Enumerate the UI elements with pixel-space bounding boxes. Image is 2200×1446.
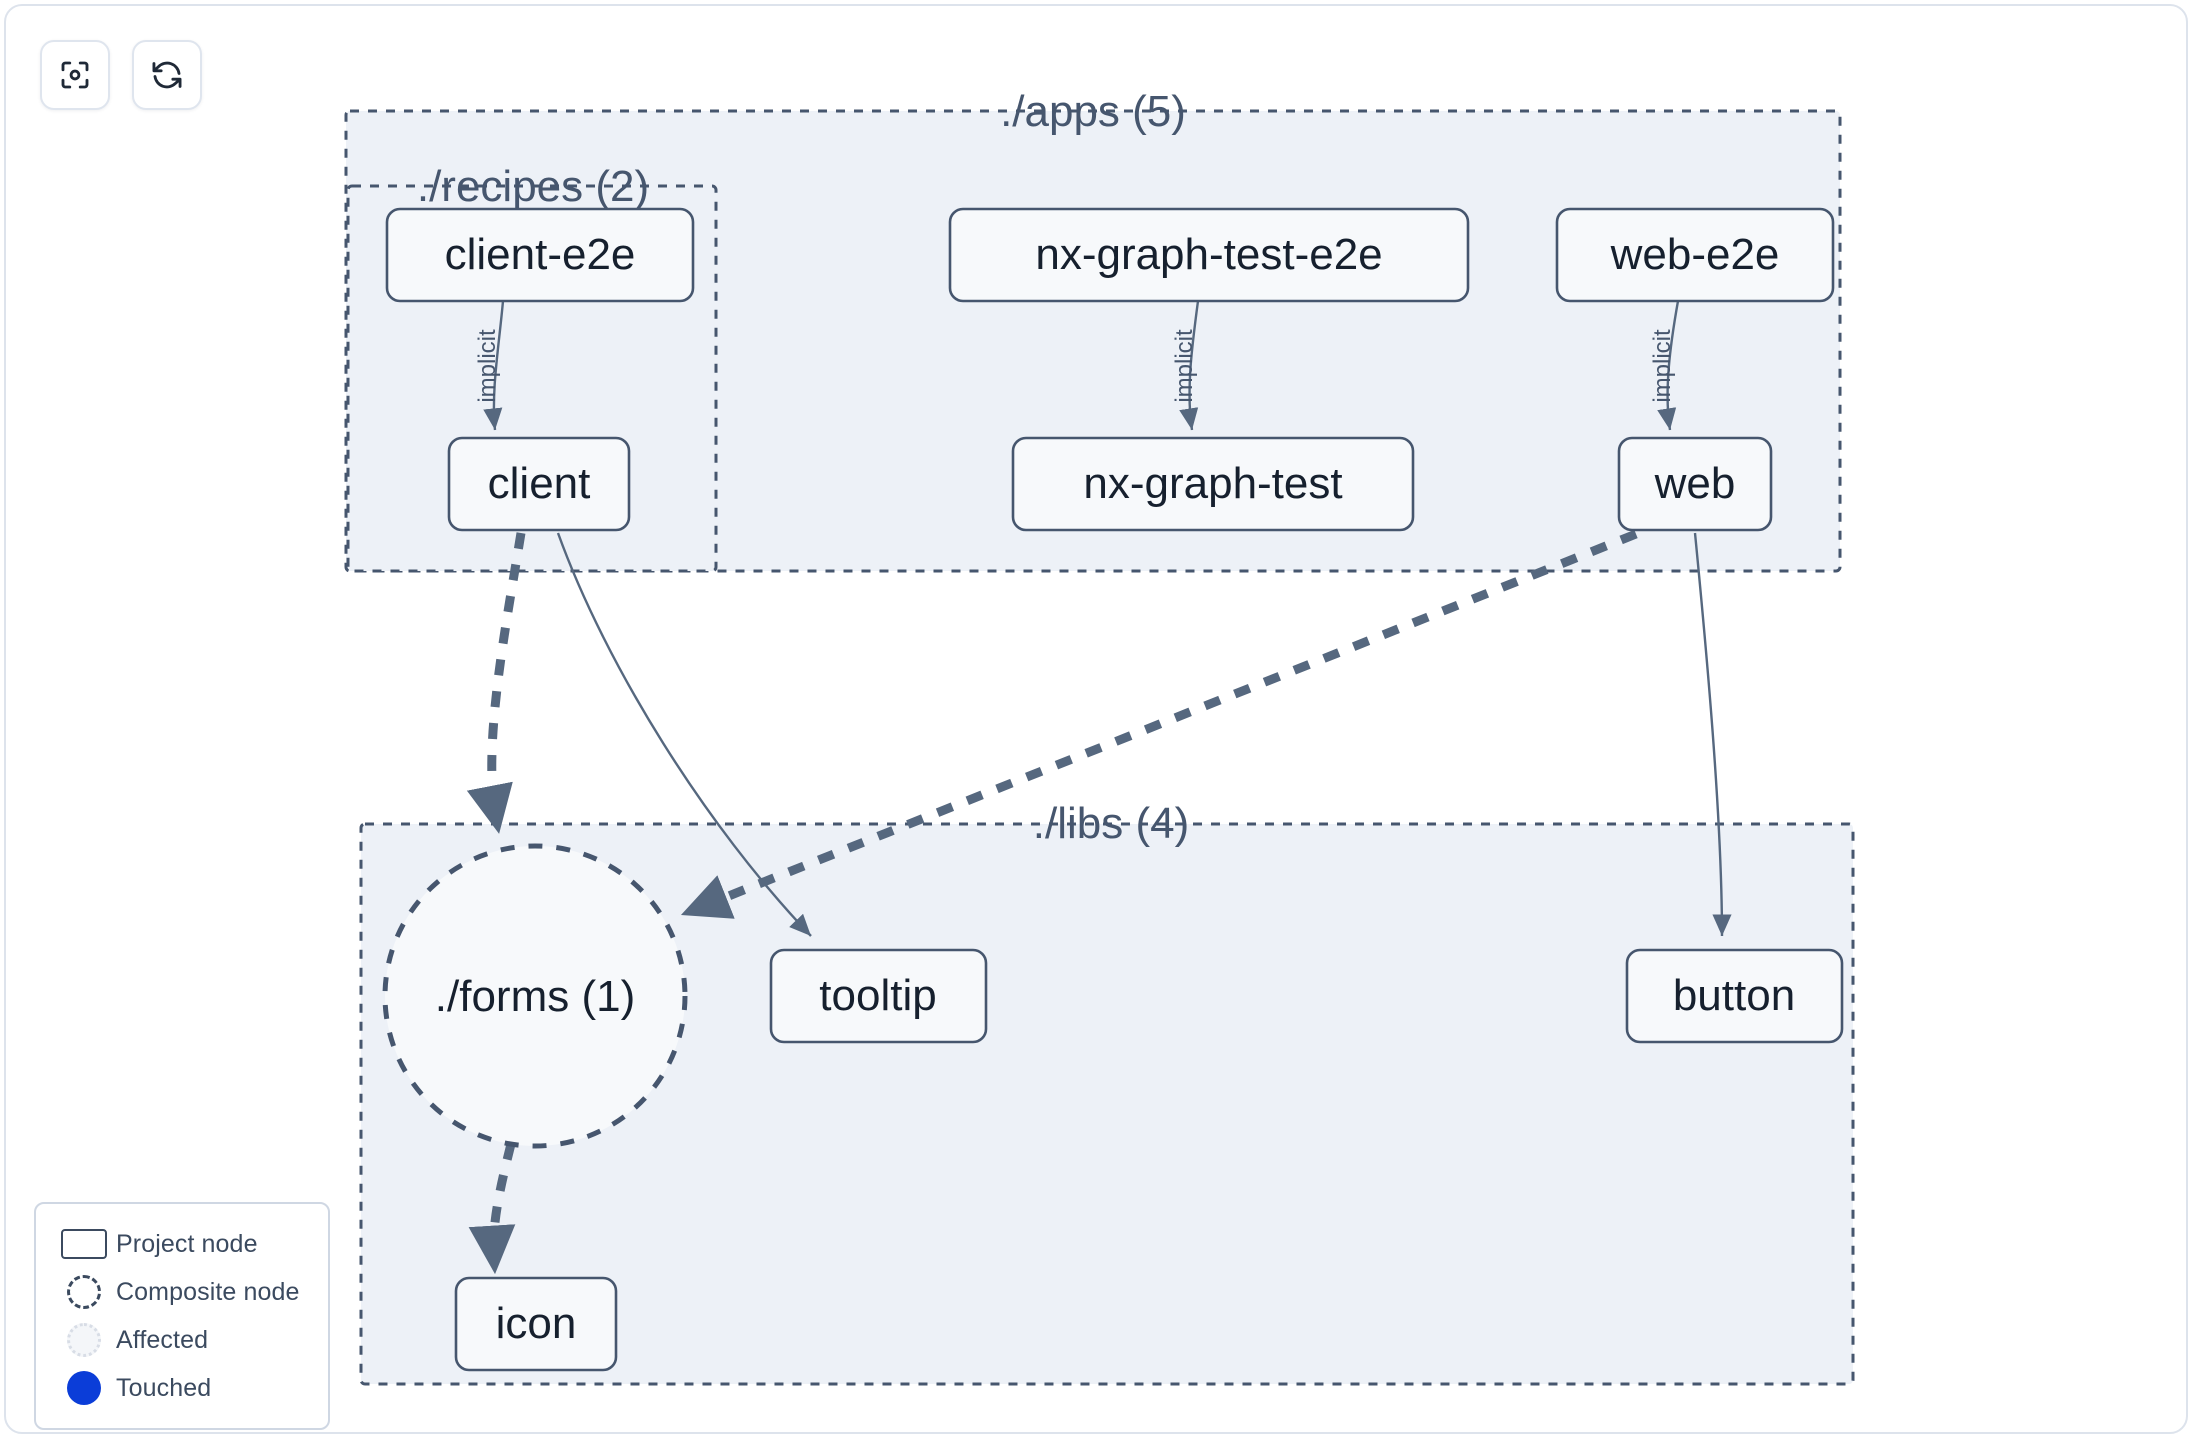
node-tooltip[interactable]: tooltip [769,948,988,1044]
node-web[interactable]: web [1617,436,1773,532]
edge-nx-graph-test-e2e-to-nx-graph-test[interactable]: implicit [1171,300,1200,431]
group-apps-label-wrap: ./apps (5) [1000,87,1186,136]
node-shape [447,436,631,532]
node-forms-composite[interactable]: ./forms (1) [382,843,688,1149]
node-shape [769,948,988,1044]
group-libs-label: ./libs (4) [1033,799,1189,848]
group-apps-label: ./apps (5) [1000,87,1186,136]
edge-line [466,532,526,834]
node-label: client-e2e [445,230,636,279]
node-label: icon [496,1299,577,1348]
node-shape [1555,207,1835,303]
edge-line [1693,532,1732,937]
edge-label-implicit: implicit [1649,329,1676,403]
node-nx-graph-test[interactable]: nx-graph-test [1011,436,1415,532]
node-shape [385,207,695,303]
graph-toolbar [40,40,202,110]
edge-line [468,1142,516,1275]
node-nx-graph-test-e2e[interactable]: nx-graph-test-e2e [948,207,1470,303]
node-label: nx-graph-test-e2e [1035,230,1382,279]
edge-web-e2e-to-web[interactable]: implicit [1649,300,1680,431]
edge-label-implicit: implicit [474,329,501,403]
legend-label-composite-node: Composite node [116,1277,300,1306]
node-label: web-e2e [1610,230,1780,279]
node-shape [948,207,1470,303]
edge-web-to-button[interactable] [1693,532,1732,937]
node-label: ./forms (1) [435,972,635,1021]
node-shape [382,843,688,1149]
edge-forms-to-icon[interactable] [468,1142,516,1275]
legend-item-affected: Affected [52,1316,310,1364]
node-client-e2e[interactable]: client-e2e [385,207,695,303]
node-shape [1011,436,1415,532]
legend-item-touched: Touched [52,1364,310,1412]
refresh-graph-button[interactable] [132,40,202,110]
node-icon[interactable]: icon [454,1276,618,1372]
node-shape [1617,436,1773,532]
focus-graph-button[interactable] [40,40,110,110]
edge-client-to-forms[interactable] [466,532,526,834]
node-label: web [1654,459,1736,508]
edge-web-to-forms[interactable] [680,529,1638,919]
node-label: button [1673,971,1795,1020]
legend-item-project-node: Project node [52,1220,310,1268]
node-label: client [488,459,591,508]
edge-line [1179,300,1200,431]
legend-label-touched: Touched [116,1373,212,1402]
node-shape [454,1276,618,1372]
legend-label-project-node: Project node [116,1229,258,1258]
affected-swatch [52,1323,116,1357]
node-label: tooltip [819,971,936,1020]
node-label: nx-graph-test [1083,459,1342,508]
graph-canvas-panel[interactable]: implicit implicit implicit [4,4,2188,1434]
project-node-swatch [52,1229,116,1259]
edge-client-e2e-to-client[interactable]: implicit [474,300,505,431]
legend-item-composite-node: Composite node [52,1268,310,1316]
focus-target-icon [57,57,93,93]
edge-line [680,529,1638,919]
refresh-icon [149,57,185,93]
edge-label-implicit: implicit [1171,329,1198,403]
edge-line [1657,300,1680,431]
group-recipes-label: ./recipes (2) [417,162,649,211]
node-web-e2e[interactable]: web-e2e [1555,207,1835,303]
edge-line [556,532,812,937]
group-libs[interactable] [359,822,1855,1386]
composite-node-swatch [52,1275,116,1309]
group-libs-box [359,822,1855,1386]
edge-line [483,300,505,431]
node-shape [1625,948,1844,1044]
group-libs-label-wrap: ./libs (4) [1033,799,1189,848]
dependency-graph[interactable]: implicit implicit implicit [6,6,2188,1434]
node-client[interactable]: client [447,436,631,532]
graph-legend: Project node Composite node Affected Tou… [34,1202,330,1430]
touched-swatch [52,1371,116,1405]
edge-client-to-tooltip[interactable] [556,532,812,937]
node-button[interactable]: button [1625,948,1844,1044]
group-recipes-label-wrap: ./recipes (2) [417,162,649,211]
legend-label-affected: Affected [116,1325,209,1354]
